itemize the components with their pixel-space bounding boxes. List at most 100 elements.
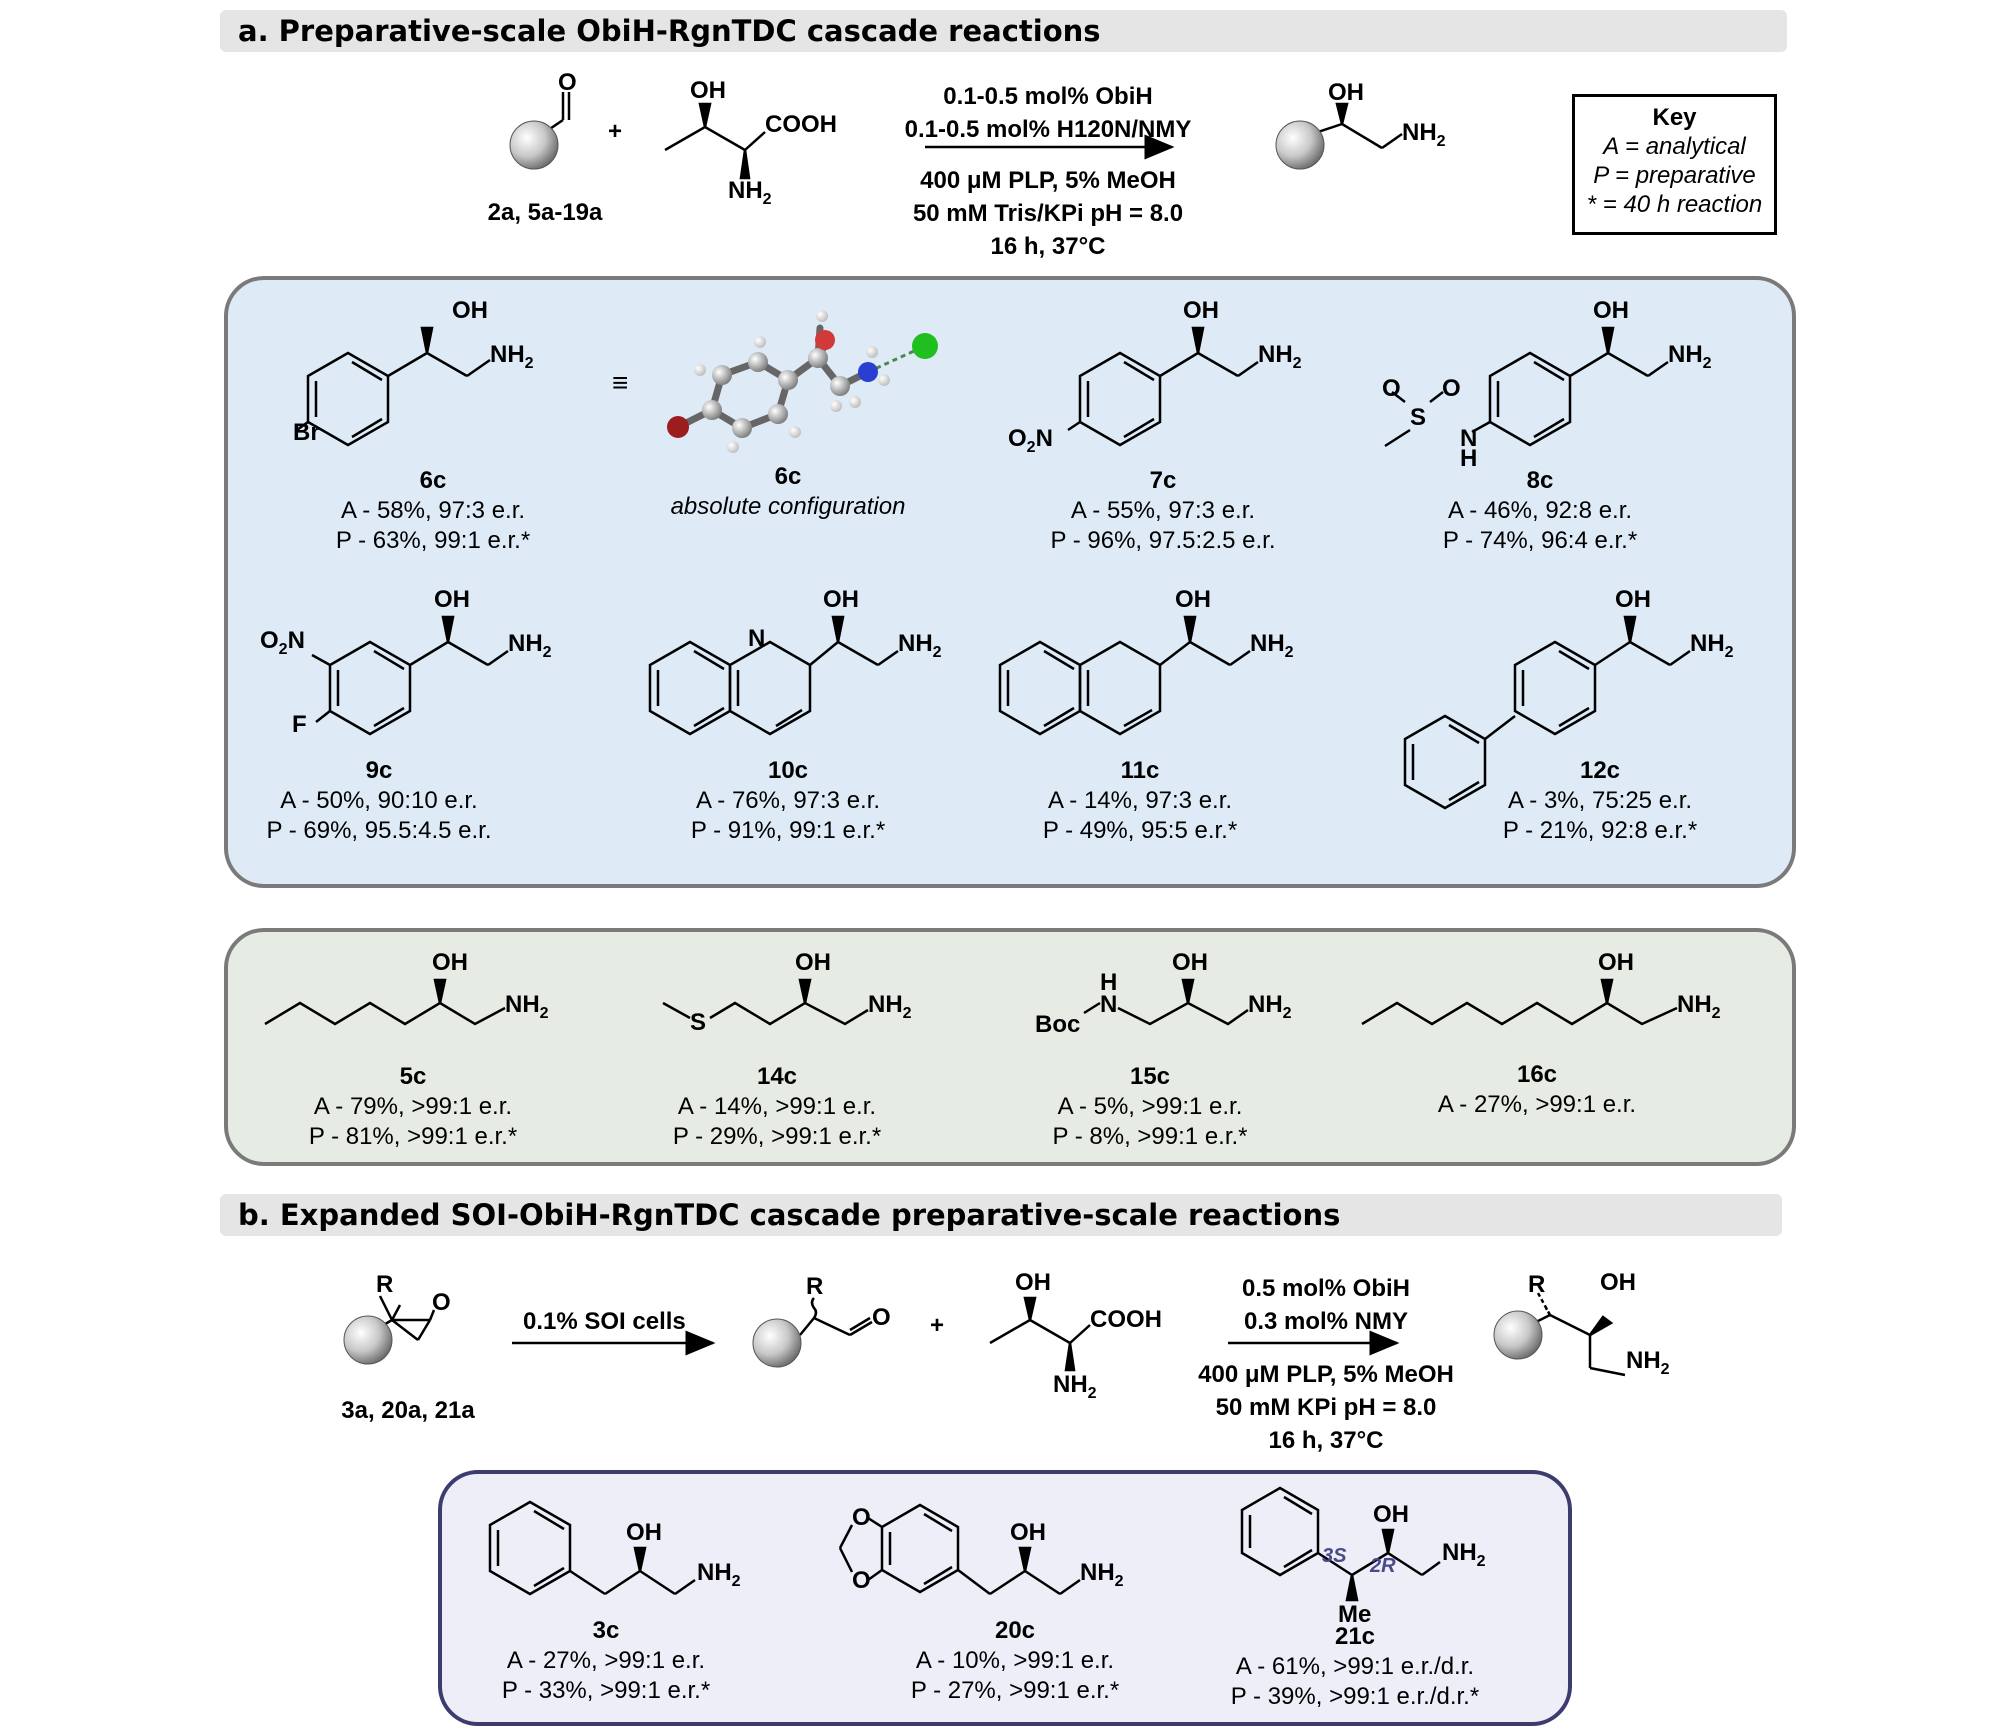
condition-line: 50 mM KPi pH = 8.0 bbox=[1215, 1394, 1437, 1421]
compound-id: 7c bbox=[1149, 467, 1177, 494]
caption-11c: 11c A - 14%, 97:3 e.r. P - 49%, 95:5 e.r… bbox=[1043, 756, 1237, 846]
svg-text:Br: Br bbox=[293, 419, 320, 446]
aldehyde-intermediate bbox=[799, 1297, 873, 1337]
svg-text:NH2: NH2 bbox=[1626, 1347, 1670, 1378]
svg-text:NH2: NH2 bbox=[1442, 1539, 1486, 1570]
svg-text:OH: OH bbox=[823, 586, 859, 613]
structure-10c bbox=[648, 615, 899, 736]
svg-text:OH: OH bbox=[1183, 297, 1219, 324]
svg-text:S: S bbox=[1410, 404, 1426, 431]
svg-text:NH2: NH2 bbox=[697, 1559, 741, 1590]
condition-line: 0.3 mol% NMY bbox=[1243, 1308, 1409, 1335]
caption-21c: 21c A - 61%, >99:1 e.r./d.r. P - 39%, >9… bbox=[1231, 1622, 1479, 1712]
preparative-result: P - 29%, >99:1 e.r.* bbox=[672, 1123, 882, 1150]
compound-id: 21c bbox=[1334, 1623, 1376, 1650]
svg-text:O: O bbox=[432, 1289, 451, 1316]
svg-text:NH2: NH2 bbox=[490, 341, 534, 372]
structure-9c bbox=[311, 615, 509, 736]
structure-16c bbox=[1361, 978, 1678, 1026]
aryl-products-panel bbox=[224, 276, 1796, 888]
alkyl-products-panel bbox=[224, 928, 1796, 1166]
preparative-result: P - 33%, >99:1 e.r.* bbox=[501, 1677, 711, 1704]
product-a-skeleton bbox=[1299, 102, 1403, 150]
svg-text:NH2: NH2 bbox=[868, 991, 912, 1022]
preparative-result: P - 81%, >99:1 e.r.* bbox=[308, 1123, 518, 1150]
caption-16c: 16c A - 27%, >99:1 e.r. bbox=[1438, 1060, 1636, 1120]
svg-text:N: N bbox=[1460, 425, 1477, 452]
svg-text:COOH: COOH bbox=[765, 111, 837, 138]
section-b-title: b. Expanded SOI-ObiH-RgnTDC cascade prep… bbox=[238, 1198, 1341, 1232]
structure-15c bbox=[1083, 978, 1249, 1026]
threonine-reagent-b bbox=[989, 1296, 1091, 1372]
key-line: A = analytical bbox=[1603, 133, 1746, 160]
structure-20c bbox=[838, 1503, 1081, 1596]
analytical-result: A - 14%, >99:1 e.r. bbox=[677, 1093, 877, 1120]
svg-text:OH: OH bbox=[434, 586, 470, 613]
caption-20c: 20c A - 10%, >99:1 e.r. P - 27%, >99:1 e… bbox=[911, 1616, 1119, 1706]
condition-line: 0.1-0.5 mol% ObiH bbox=[943, 83, 1153, 110]
svg-text:NH2: NH2 bbox=[1248, 991, 1292, 1022]
compound-id: 3c bbox=[592, 1617, 620, 1644]
svg-text:OH: OH bbox=[1373, 1501, 1409, 1528]
svg-text:S: S bbox=[690, 1009, 706, 1036]
svg-text:Boc: Boc bbox=[1035, 1011, 1080, 1038]
compound-id: 11c bbox=[1120, 757, 1160, 784]
key-line: * = 40 h reaction bbox=[1586, 191, 1763, 218]
svg-text:OH: OH bbox=[626, 1519, 662, 1546]
svg-text:OH: OH bbox=[1328, 79, 1364, 106]
preparative-result: P - 96%, 97.5:2.5 e.r. bbox=[1050, 527, 1276, 554]
preparative-result: P - 49%, 95:5 e.r.* bbox=[1042, 817, 1238, 844]
preparative-result: P - 63%, 99:1 e.r.* bbox=[335, 527, 531, 554]
svg-text:O2N: O2N bbox=[1008, 425, 1053, 456]
analytical-result: A - 46%, 92:8 e.r. bbox=[1447, 497, 1633, 524]
svg-text:OH: OH bbox=[795, 949, 831, 976]
svg-text:R: R bbox=[806, 1273, 823, 1300]
condition-line: 400 μM PLP, 5% MeOH bbox=[920, 167, 1176, 194]
structure-3c bbox=[488, 1500, 696, 1596]
preparative-result: P - 91%, 99:1 e.r.* bbox=[690, 817, 886, 844]
epoxide-substrate bbox=[369, 1295, 436, 1341]
svg-text:O: O bbox=[872, 1304, 891, 1331]
caption-6c: 6c A - 58%, 97:3 e.r. P - 63%, 99:1 e.r.… bbox=[336, 466, 530, 556]
structure-12c bbox=[1403, 615, 1691, 810]
svg-text:OH: OH bbox=[1175, 586, 1211, 613]
compound-id: 16c bbox=[1516, 1061, 1558, 1088]
plus-sign-b: + bbox=[930, 1312, 945, 1339]
condition-line: 16 h, 37°C bbox=[990, 233, 1106, 260]
condition-line: 0.1-0.5 mol% H120N/NMY bbox=[904, 116, 1192, 143]
section-a-title: a. Preparative-scale ObiH-RgnTDC cascade… bbox=[238, 14, 1101, 48]
svg-text:F: F bbox=[292, 711, 307, 738]
svg-text:OH: OH bbox=[1015, 1269, 1051, 1296]
structure-8c bbox=[1384, 326, 1669, 448]
compound-id: 6c bbox=[419, 467, 447, 494]
structure-5c bbox=[264, 978, 506, 1026]
compound-id: 15c bbox=[1129, 1063, 1171, 1090]
caption-14c: 14c A - 14%, >99:1 e.r. P - 29%, >99:1 e… bbox=[673, 1062, 881, 1152]
substrate-label-b: 3a, 20a, 21a bbox=[341, 1397, 475, 1424]
analytical-result: A - 76%, 97:3 e.r. bbox=[695, 787, 881, 814]
svg-text:N: N bbox=[748, 625, 765, 652]
svg-text:O: O bbox=[852, 1504, 871, 1531]
structure-14c bbox=[662, 978, 869, 1026]
analytical-result: A - 5%, >99:1 e.r. bbox=[1057, 1093, 1243, 1120]
structure-21c bbox=[1240, 1486, 1441, 1602]
svg-text:NH2: NH2 bbox=[1668, 341, 1712, 372]
svg-text:NH2: NH2 bbox=[1258, 341, 1302, 372]
compound-id: 10c bbox=[767, 757, 809, 784]
caption-12c: 12c A - 3%, 75:25 e.r. P - 21%, 92:8 e.r… bbox=[1503, 756, 1697, 846]
analytical-result: A - 27%, >99:1 e.r. bbox=[1437, 1091, 1637, 1118]
svg-text:NH2: NH2 bbox=[1250, 630, 1294, 661]
analytical-result: A - 10%, >99:1 e.r. bbox=[915, 1647, 1115, 1674]
substituent-balls bbox=[343, 120, 1543, 1368]
svg-text:OH: OH bbox=[432, 949, 468, 976]
conditions-bottom-b: 400 μM PLP, 5% MeOH 50 mM KPi pH = 8.0 1… bbox=[1198, 1358, 1454, 1457]
caption-8c: 8c A - 46%, 92:8 e.r. P - 74%, 96:4 e.r.… bbox=[1443, 466, 1637, 556]
svg-text:OH: OH bbox=[1600, 1269, 1636, 1296]
preparative-result: P - 74%, 96:4 e.r.* bbox=[1442, 527, 1638, 554]
section-a-header: a. Preparative-scale ObiH-RgnTDC cascade… bbox=[220, 10, 1787, 52]
plus-sign-a: + bbox=[608, 118, 623, 145]
svg-text:2R: 2R bbox=[1369, 1555, 1396, 1577]
analytical-result: A - 3%, 75:25 e.r. bbox=[1507, 787, 1693, 814]
key-box: Key A = analytical P = preparative * = 4… bbox=[1572, 94, 1777, 235]
